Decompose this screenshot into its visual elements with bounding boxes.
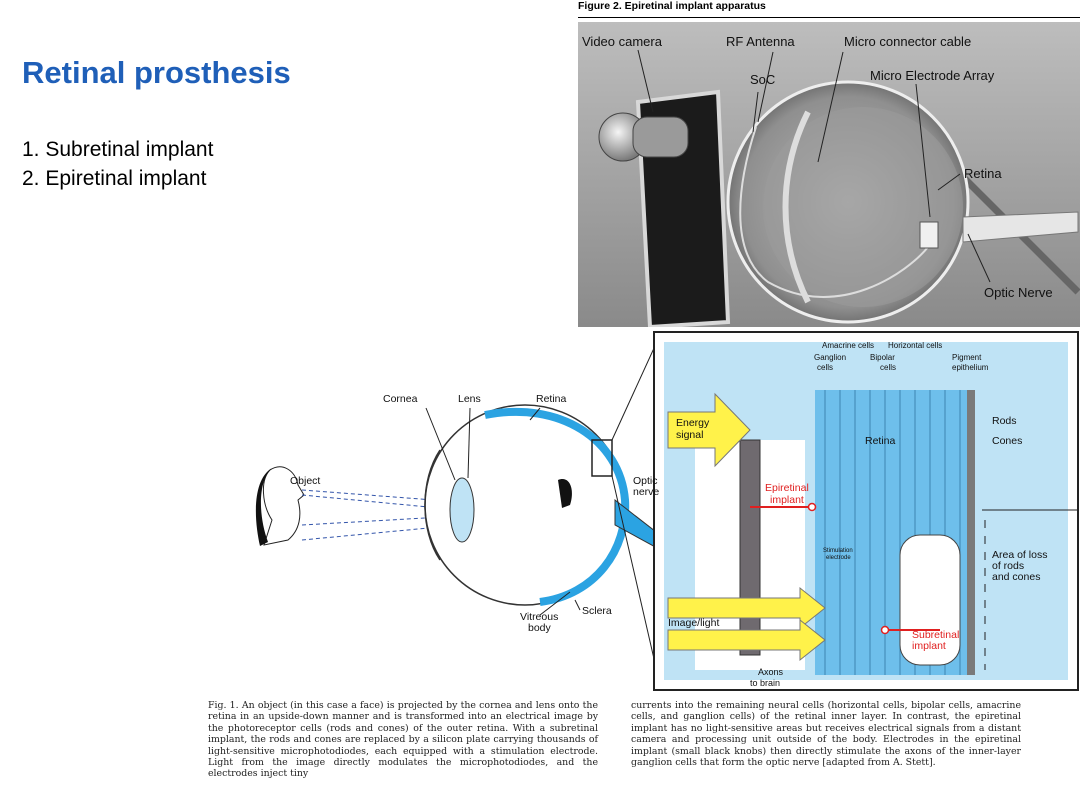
label-amacrine: Amacrine cells <box>822 341 875 350</box>
label-image-light: Image/light <box>668 617 720 629</box>
label-video-camera: Video camera <box>582 34 662 49</box>
label-bipolar-cells: cells <box>880 363 897 372</box>
label-optic-nerve: Optic Nerve <box>984 285 1053 300</box>
slide-title: Retinal prosthesis <box>22 55 291 90</box>
apparatus-illustration <box>578 22 1080 330</box>
label-epithelium: epithelium <box>952 363 989 372</box>
label-soc: SoC <box>750 72 776 87</box>
label-ganglion-cells: cells <box>817 363 834 372</box>
figure2-caption: Figure 2. Epiretinal implant apparatus <box>578 0 766 12</box>
label-ganglion: Ganglion <box>814 353 847 362</box>
label-to-brain: to brain <box>750 678 781 688</box>
label-micro-connector: Micro connector cable <box>844 34 972 49</box>
label-epiretinal-implant: implant <box>770 494 804 506</box>
label-subretinal: Subretinal <box>912 629 960 641</box>
label-energy: Energy <box>676 417 710 429</box>
label-and-cones: and cones <box>992 571 1041 583</box>
label-cornea: Cornea <box>383 393 418 405</box>
list-item: 2. Epiretinal implant <box>22 167 207 190</box>
label-nerve: nerve <box>633 486 660 498</box>
label-body: body <box>528 622 551 634</box>
label-axons: Axons <box>758 667 784 677</box>
label-electrode: electrode <box>826 555 851 561</box>
figure1-caption-right: currents into the remaining neural cells… <box>631 700 1021 769</box>
label-signal: signal <box>676 429 704 441</box>
label-subretinal-implant: implant <box>912 640 946 652</box>
label-rods: Rods <box>992 415 1017 427</box>
label-epiretinal: Epiretinal <box>765 482 809 494</box>
label-lens: Lens <box>458 393 481 405</box>
label-bipolar: Bipolar <box>870 353 895 362</box>
label-object: Object <box>290 475 321 487</box>
label-micro-electrode: Micro Electrode Array <box>870 68 995 83</box>
figure2-rule <box>578 17 1080 18</box>
label-pigment: Pigment <box>952 353 982 362</box>
list-item: 1. Subretinal implant <box>22 138 214 161</box>
label-optic: Optic <box>633 475 658 487</box>
label-retina: Retina <box>964 166 1002 181</box>
label-of-rods: of rods <box>992 560 1025 572</box>
figure1-caption-left: Fig. 1. An object (in this case a face) … <box>208 700 598 780</box>
label-area-loss: Area of loss <box>992 549 1048 561</box>
label-stimulation: Stimulation <box>823 548 853 554</box>
label-horizontal: Horizontal cells <box>888 341 943 350</box>
label-rf-antenna: RF Antenna <box>726 34 795 49</box>
label-retina-inner: Retina <box>865 435 896 447</box>
epiretinal-apparatus-image: Video camera RF Antenna Micro connector … <box>578 22 1080 330</box>
label-cones: Cones <box>992 435 1023 447</box>
label-sclera: Sclera <box>582 605 612 617</box>
eye-diagram <box>255 331 1079 691</box>
label-vitreous: Vitreous <box>520 611 559 623</box>
eye-implant-figure: Cornea Lens Retina Object Optic nerve Vi… <box>240 330 1080 695</box>
implant-list: 1. Subretinal implant 2. Epiretinal impl… <box>22 135 213 193</box>
label-retina: Retina <box>536 393 567 405</box>
